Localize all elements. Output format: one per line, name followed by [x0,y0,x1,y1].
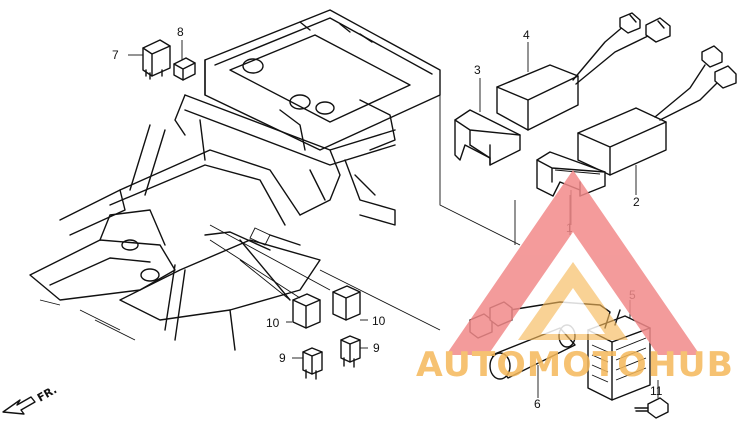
part-9-relay-cap-right [340,335,361,368]
callout-2: 2 [633,195,640,209]
frame-assembly [29,9,441,351]
front-direction-arrow: FR. [2,383,59,415]
callout-9-right: 9 [373,341,380,355]
part-2-control-unit [577,45,737,176]
direction-label: FR. [35,383,59,404]
part-11-bolt [634,397,669,419]
callout-8: 8 [177,25,184,39]
part-4-control-unit [496,12,671,131]
callout-11: 11 [650,384,663,398]
callout-4: 4 [523,28,530,42]
part-10-relay-right [332,285,361,321]
callout-3: 3 [474,63,481,77]
watermark-text: AUTOMOTOHUB [416,345,734,385]
callout-6: 6 [534,397,541,411]
callout-7: 7 [112,48,119,62]
watermark-triangle [446,170,700,355]
part-10-relay-left [292,293,321,329]
callout-10-right: 10 [372,314,386,328]
callout-9-left: 9 [279,351,286,365]
part-3-bracket [454,109,521,166]
part-8-relay-cover [173,57,196,81]
part-9-relay-cap-left [302,347,323,380]
part-7-relay [142,39,171,80]
callout-10-left: 10 [266,316,280,330]
watermark-logo: AUTOMOTOHUB [416,170,734,385]
